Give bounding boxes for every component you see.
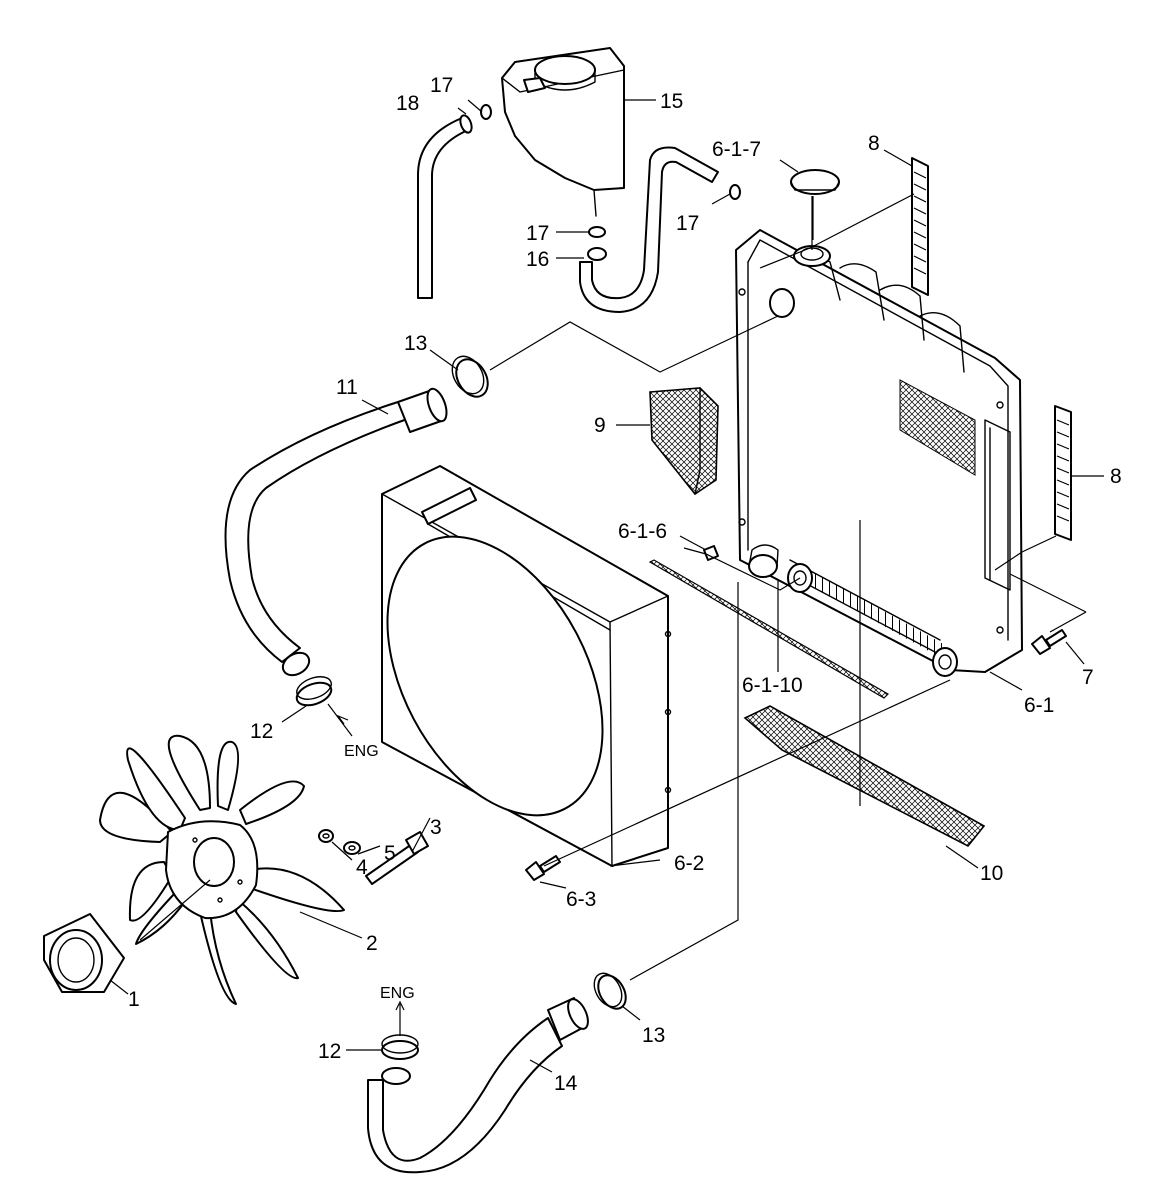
- rubber-strip-right: [1054, 405, 1072, 541]
- callout-17-mid: 17: [526, 222, 549, 245]
- callout-6-3: 6-3: [566, 888, 596, 911]
- callout-7: 7: [1082, 666, 1094, 689]
- eng-label-lower: ENG: [380, 985, 415, 1002]
- radiator-cap: [790, 169, 840, 240]
- callout-2: 2: [366, 932, 378, 955]
- callout-17-right: 17: [676, 212, 699, 235]
- fan-spacer: [43, 913, 125, 993]
- callout-6-1-7: 6-1-7: [712, 138, 761, 161]
- rubber-strip-top: [911, 157, 929, 296]
- leader-lines: [109, 99, 1104, 1073]
- shroud-bolt-6-3: [525, 855, 561, 881]
- seal-strip-6-1-10: [648, 559, 889, 699]
- callouts: 18 17 15 17 16 17 6-1-7 8 8 9 6-1-6 6-1-…: [128, 74, 1122, 1095]
- callout-17-top: 17: [430, 74, 453, 97]
- callout-1: 1: [128, 988, 140, 1011]
- callout-12-upper: 12: [250, 720, 273, 743]
- callout-13-upper: 13: [404, 332, 427, 355]
- callout-12-lower: 12: [318, 1040, 341, 1063]
- fan-washer-5: [343, 841, 361, 855]
- callout-6-1: 6-1: [1024, 694, 1054, 717]
- lower-radiator-hose: [367, 997, 589, 1174]
- callout-8-top: 8: [868, 132, 880, 155]
- overflow-hose: [417, 114, 473, 299]
- callout-3: 3: [430, 816, 442, 839]
- foam-seal-9: [649, 387, 719, 496]
- hose-clamp-12-lower: [381, 1034, 419, 1060]
- callout-14: 14: [554, 1072, 578, 1095]
- hose-clamp-12-upper: [295, 676, 333, 707]
- drain-cock: [703, 545, 719, 561]
- callout-16: 16: [526, 248, 549, 271]
- foam-seal-10: [743, 705, 986, 848]
- eng-label-upper: ENG: [344, 743, 379, 760]
- callout-6-2: 6-2: [674, 852, 704, 875]
- callout-6-1-6: 6-1-6: [618, 520, 667, 543]
- callout-6-1-10: 6-1-10: [742, 674, 803, 697]
- callout-15: 15: [660, 90, 683, 113]
- callout-10: 10: [980, 862, 1003, 885]
- callout-11: 11: [336, 376, 358, 399]
- callout-4: 4: [356, 856, 368, 879]
- fan-washer-4: [318, 829, 334, 843]
- callout-18: 18: [396, 92, 419, 115]
- upper-radiator-hose: [224, 387, 448, 677]
- callout-8-right: 8: [1110, 465, 1122, 488]
- o-rings: [480, 104, 741, 238]
- callout-9: 9: [594, 414, 606, 437]
- reservoir-tank: [501, 47, 625, 217]
- radiator-assembly: [735, 229, 1023, 677]
- reservoir-hose: [579, 146, 719, 313]
- callout-13-lower: 13: [642, 1024, 665, 1047]
- cooling-fan: [99, 734, 345, 1005]
- radiator-lower-outlet: [748, 544, 779, 578]
- hose-clamp-13-lower: [593, 972, 627, 1010]
- hose-clamp-13-upper: [451, 355, 489, 398]
- fan-shroud: [381, 465, 672, 867]
- radiator-bolt-7: [1031, 629, 1067, 655]
- callout-5: 5: [384, 842, 396, 865]
